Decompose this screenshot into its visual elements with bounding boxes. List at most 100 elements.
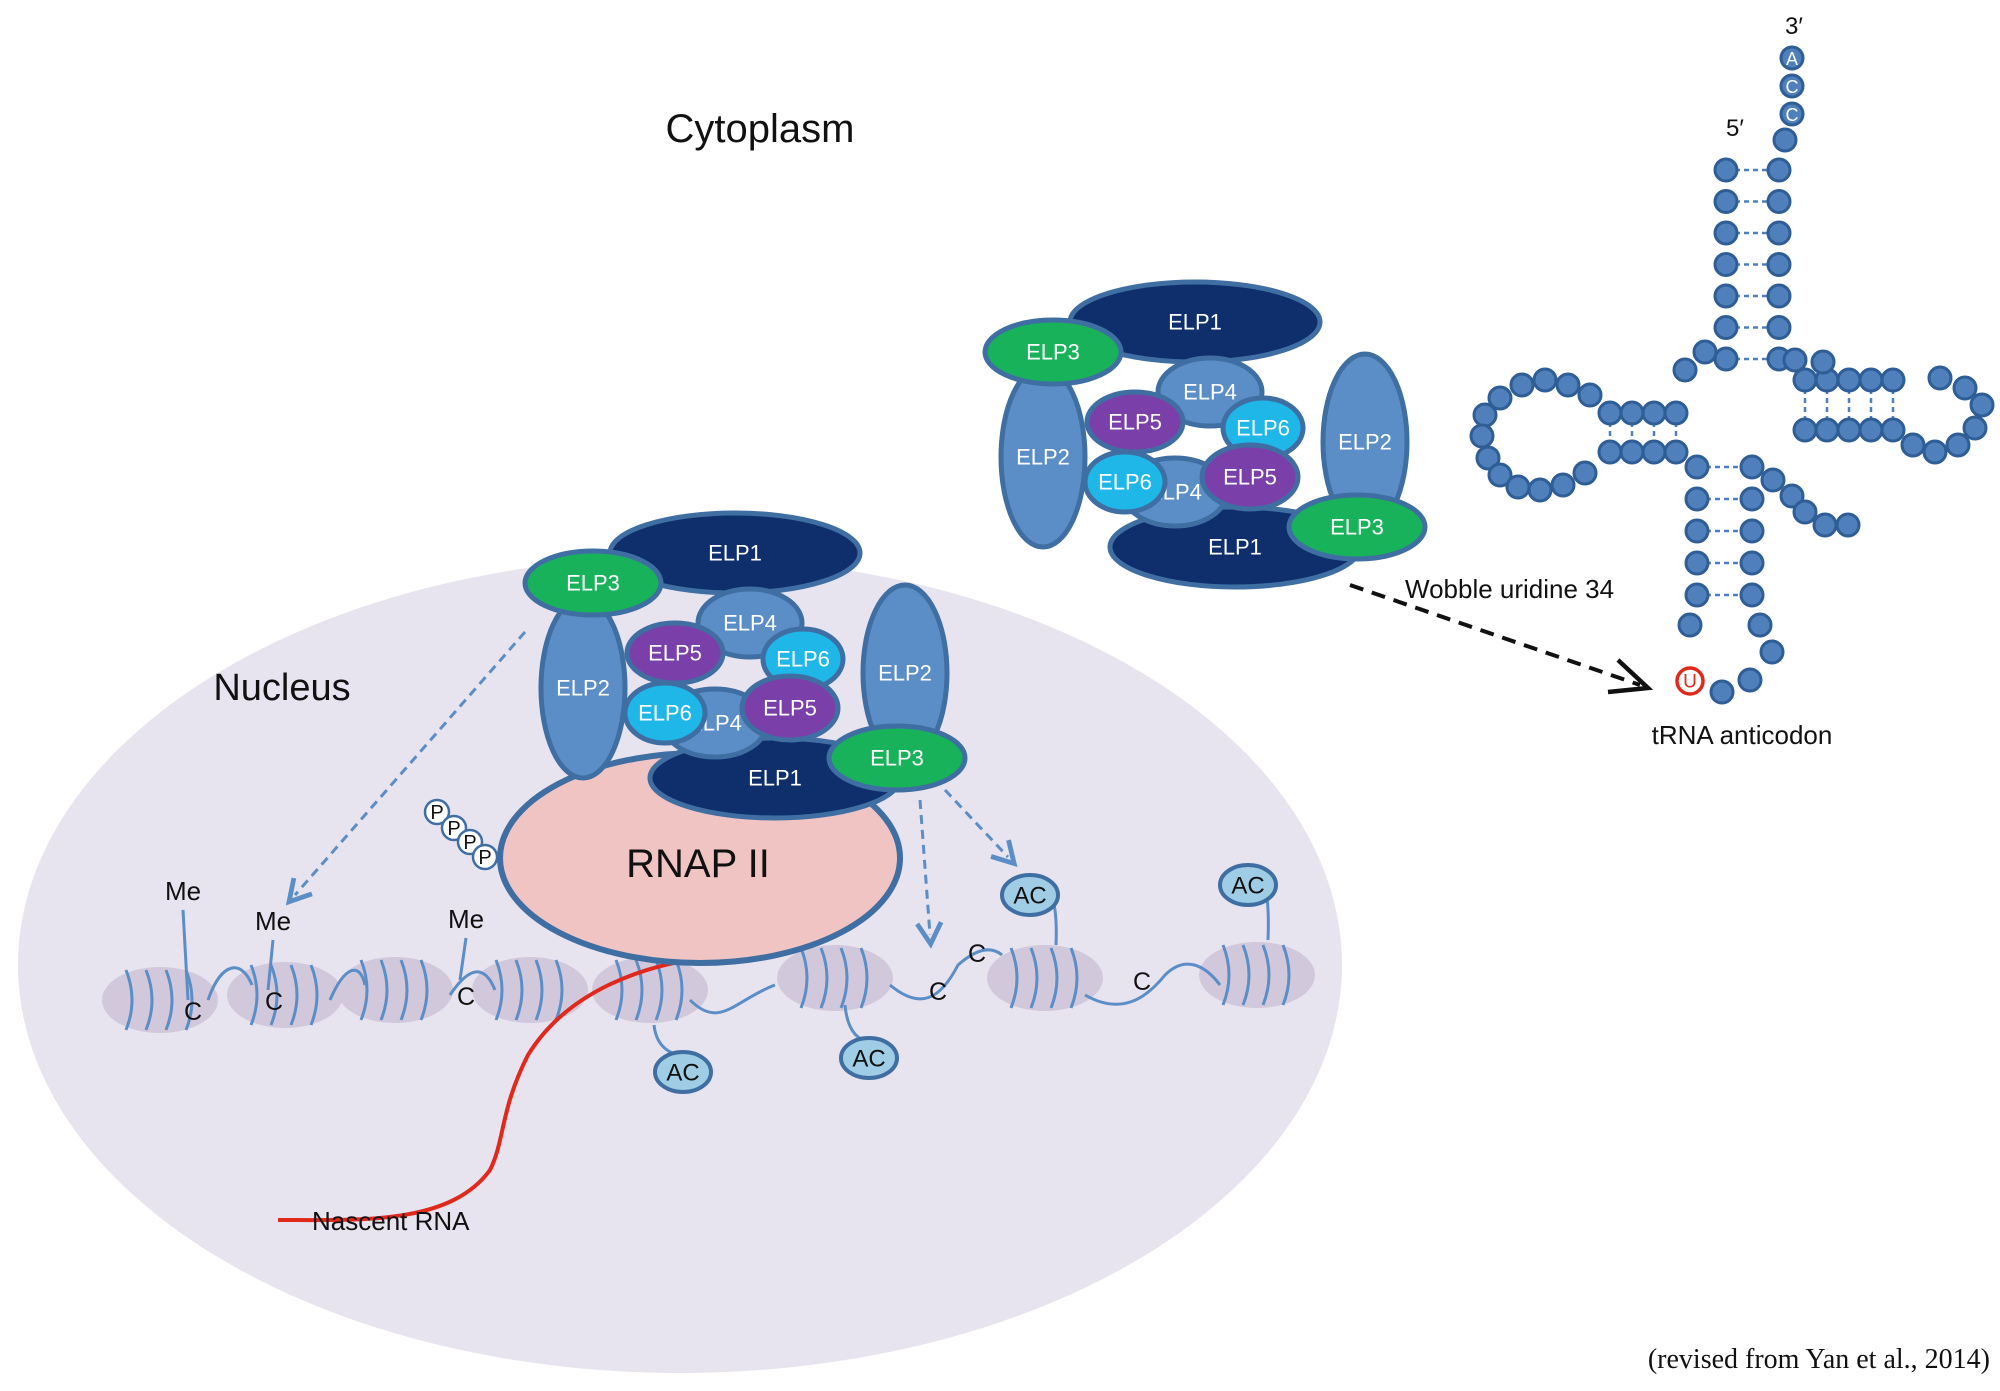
cyto-elp3-left-label: ELP3 <box>1026 340 1080 365</box>
trna-nucleotide <box>1836 367 1862 393</box>
nascent-rna-strand <box>277 953 737 1223</box>
dna-wrap <box>1221 944 1231 1006</box>
acetyl-label: AC <box>852 1046 885 1073</box>
trna-nucleotide <box>1684 486 1710 512</box>
trna-nucleotide <box>1641 439 1667 465</box>
acetyl-label: AC <box>666 1060 699 1087</box>
dna-wrap <box>614 959 624 1021</box>
trna-nucleotide <box>1737 667 1763 693</box>
nucleosome-4 <box>472 957 588 1023</box>
dna-wrap <box>1029 947 1039 1009</box>
trna-nucleotide <box>1766 220 1792 246</box>
trna-nucleotide <box>1858 367 1884 393</box>
trna-nucleotide <box>1779 45 1805 71</box>
methylation-arrow <box>285 631 527 906</box>
trna-tail-base: C <box>1786 77 1799 97</box>
trna-nucleotide <box>1487 462 1513 488</box>
nucleosome-3 <box>337 957 453 1023</box>
trna-nucleotide <box>1766 283 1792 309</box>
wobble-uridine <box>1675 666 1705 696</box>
trna-nucleotide <box>1572 460 1598 486</box>
trna-nucleotide <box>1766 252 1792 277</box>
dna-wrap <box>359 959 369 1021</box>
trna-nucleotide <box>1509 372 1535 398</box>
trna-nucleotide <box>1672 357 1698 383</box>
trna-nucleotide <box>1550 472 1576 498</box>
dna-wrap <box>269 964 279 1026</box>
trna-nucleotide <box>1952 375 1978 401</box>
trna-nucleotide <box>1692 339 1718 365</box>
nuc-elp1-top-label: ELP1 <box>708 541 762 566</box>
nuc-elp3-right-label: ELP3 <box>870 746 924 771</box>
dna-wrap <box>289 964 299 1026</box>
cytosine-label: C <box>265 988 283 1016</box>
trna-nucleotide <box>1880 417 1906 443</box>
trna-nucleotide <box>1739 518 1765 544</box>
trna-anticodon-label: tRNA anticodon <box>1652 720 1833 750</box>
acetyl-group <box>1000 873 1060 917</box>
trna-nucleotide <box>1684 454 1710 480</box>
trna-nucleotide <box>1759 639 1785 665</box>
phosphate-1 <box>423 798 451 826</box>
trna-nucleotide <box>1739 454 1765 480</box>
cyto-elp4-upper-label: ELP4 <box>1183 380 1237 405</box>
trna-nucleotide <box>1739 550 1765 576</box>
dna-wrap <box>1009 947 1019 1009</box>
trna-nucleotide <box>1597 439 1623 465</box>
nucleosome-6 <box>777 945 893 1011</box>
dna-wrap <box>819 947 829 1009</box>
trna-tail-base: C <box>1786 105 1799 125</box>
trna-nucleotide <box>1779 101 1805 127</box>
trna-nucleotide <box>1772 127 1798 153</box>
trna-nucleotide <box>1810 349 1836 375</box>
cyto-elp5-lower-label: ELP5 <box>1223 465 1277 490</box>
phosphate-label: P <box>430 802 443 824</box>
trna-nucleotide <box>1684 518 1710 544</box>
cyto-elp3-right-label: ELP3 <box>1330 515 1384 540</box>
cyto-elp6-upper-label: ELP6 <box>1236 416 1290 441</box>
dna-wrap <box>144 969 154 1031</box>
trna-nucleotide <box>1505 474 1531 500</box>
trna-nucleotide <box>1713 189 1739 214</box>
nuc-elp2-right-label: ELP2 <box>878 661 932 686</box>
cyto-elp3-left <box>982 317 1124 387</box>
trna-nucleotide <box>1619 439 1645 465</box>
methyl-stalk <box>266 939 275 991</box>
dna-wrap <box>534 959 544 1021</box>
trna-nucleotide <box>1962 415 1988 441</box>
trna-nucleotide <box>1641 400 1667 426</box>
trna-nucleotide <box>1487 385 1513 411</box>
trna-nucleotide <box>1663 439 1689 465</box>
nuc-elp6-upper-label: ELP6 <box>776 647 830 672</box>
acetyl-group <box>839 1036 899 1080</box>
nuc-elp3-left <box>522 548 664 618</box>
dna-wrap <box>249 964 259 1026</box>
trna-nucleotide <box>1836 417 1862 443</box>
cytosine-label: C <box>1133 968 1151 996</box>
trna-nucleotide <box>1472 402 1498 428</box>
dna-wrap <box>1261 944 1271 1006</box>
trna-nucleotide <box>1812 512 1838 538</box>
phosphate-4 <box>471 843 499 871</box>
trna-nucleotide <box>1619 400 1645 426</box>
trna-nucleotide <box>1792 367 1818 393</box>
dna-wrap <box>379 959 389 1021</box>
trna-nucleotide <box>1969 392 1995 418</box>
trna-nucleotide <box>1945 432 1971 458</box>
nuc-elp4-upper-label: ELP4 <box>723 611 777 636</box>
nuc-elp5-lower-label: ELP5 <box>763 696 817 721</box>
cytosine-label: C <box>184 998 202 1026</box>
trna-tail-base: A <box>1786 49 1798 69</box>
trna-nucleotide <box>1922 439 1948 465</box>
trna-nucleotide <box>1858 417 1884 443</box>
dna-wrap <box>1069 947 1079 1009</box>
linker-dna <box>328 968 367 1001</box>
dna-wrap <box>634 959 644 1021</box>
trna-nucleotide <box>1597 400 1623 426</box>
acetyl-group <box>653 1050 713 1094</box>
trna-nucleotide <box>1709 679 1735 705</box>
